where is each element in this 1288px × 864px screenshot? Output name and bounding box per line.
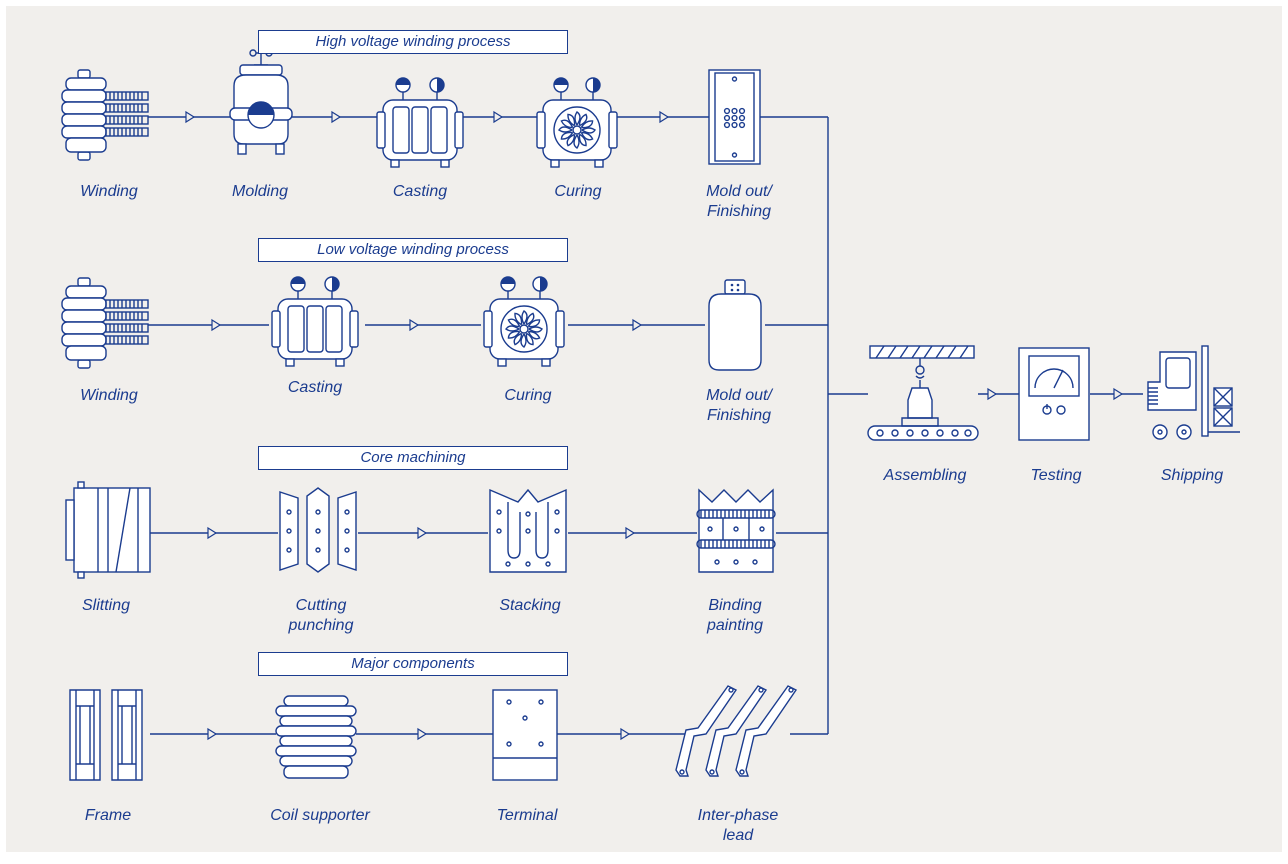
- stacking-icon: [489, 488, 567, 573]
- step-label-binding-painting: Binding painting: [706, 597, 764, 634]
- slitting-icon: [65, 481, 151, 579]
- arrow: [1113, 387, 1124, 401]
- assembling-icon: [867, 345, 979, 441]
- diagram-canvas: [61, 49, 1240, 781]
- step-label-terminal: Terminal: [496, 807, 558, 824]
- step-label-winding: Winding: [80, 183, 138, 200]
- arrow: [417, 526, 428, 540]
- step-label-frame: Frame: [84, 807, 132, 824]
- step-label-inter-phase-lead: Inter-phase lead: [697, 807, 779, 844]
- step-label-slitting: Slitting: [81, 597, 131, 614]
- arrow: [409, 318, 420, 332]
- section-header-major-components: Major components: [258, 652, 568, 676]
- step-label-mold-out-finishing: Mold out/ Finishing: [706, 387, 772, 424]
- step-label-stacking: Stacking: [499, 597, 561, 614]
- arrow: [620, 727, 631, 741]
- winding-icon: [61, 277, 149, 369]
- flow-arrows: [185, 110, 1124, 741]
- step-label-mold-out-finishing: Mold out/ Finishing: [706, 183, 772, 220]
- shipping-icon: [1147, 345, 1240, 440]
- arrow: [417, 727, 428, 741]
- arrow: [987, 387, 998, 401]
- arrow: [493, 110, 504, 124]
- arrow: [207, 526, 218, 540]
- frame-icon: [69, 689, 143, 781]
- arrow: [211, 318, 222, 332]
- step-label-shipping: Shipping: [1160, 467, 1224, 484]
- section-header-core-machining: Core machining: [258, 446, 568, 470]
- inter-phase-lead-icon: [675, 685, 798, 777]
- step-label-assembling: Assembling: [883, 467, 967, 484]
- arrow: [207, 727, 218, 741]
- curing-icon: [536, 77, 618, 168]
- arrow: [659, 110, 670, 124]
- step-label-casting: Casting: [287, 379, 343, 396]
- section-header-high-voltage: High voltage winding process: [258, 30, 568, 54]
- casting-icon: [271, 276, 359, 367]
- testing-icon: [1018, 347, 1090, 441]
- cutting-punching-icon: [279, 487, 357, 573]
- terminal-icon: [492, 689, 558, 781]
- arrow: [331, 110, 342, 124]
- step-label-casting: Casting: [392, 183, 448, 200]
- arrow: [625, 526, 636, 540]
- step-label-molding: Molding: [231, 183, 289, 200]
- arrow: [632, 318, 643, 332]
- step-label-curing: Curing: [554, 183, 602, 200]
- casting-icon: [376, 77, 464, 168]
- mold-out-icon: [708, 69, 761, 165]
- step-label-winding: Winding: [80, 387, 138, 404]
- winding-icon: [61, 69, 149, 161]
- step-label-testing: Testing: [1030, 467, 1082, 484]
- step-label-coil-supporter: Coil supporter: [270, 807, 370, 824]
- coil-supporter-icon: [275, 695, 357, 779]
- step-label-curing: Curing: [504, 387, 552, 404]
- molding-icon: [229, 49, 293, 155]
- process-flow-diagram: High voltage winding process Low voltage…: [6, 6, 1282, 852]
- arrow: [185, 110, 196, 124]
- section-header-low-voltage: Low voltage winding process: [258, 238, 568, 262]
- mold-out-icon: [708, 279, 762, 371]
- binding-painting-icon: [696, 488, 776, 573]
- step-label-cutting-punching: Cutting punching: [288, 597, 354, 634]
- flow-lines: [148, 116, 1143, 735]
- curing-icon: [483, 276, 565, 367]
